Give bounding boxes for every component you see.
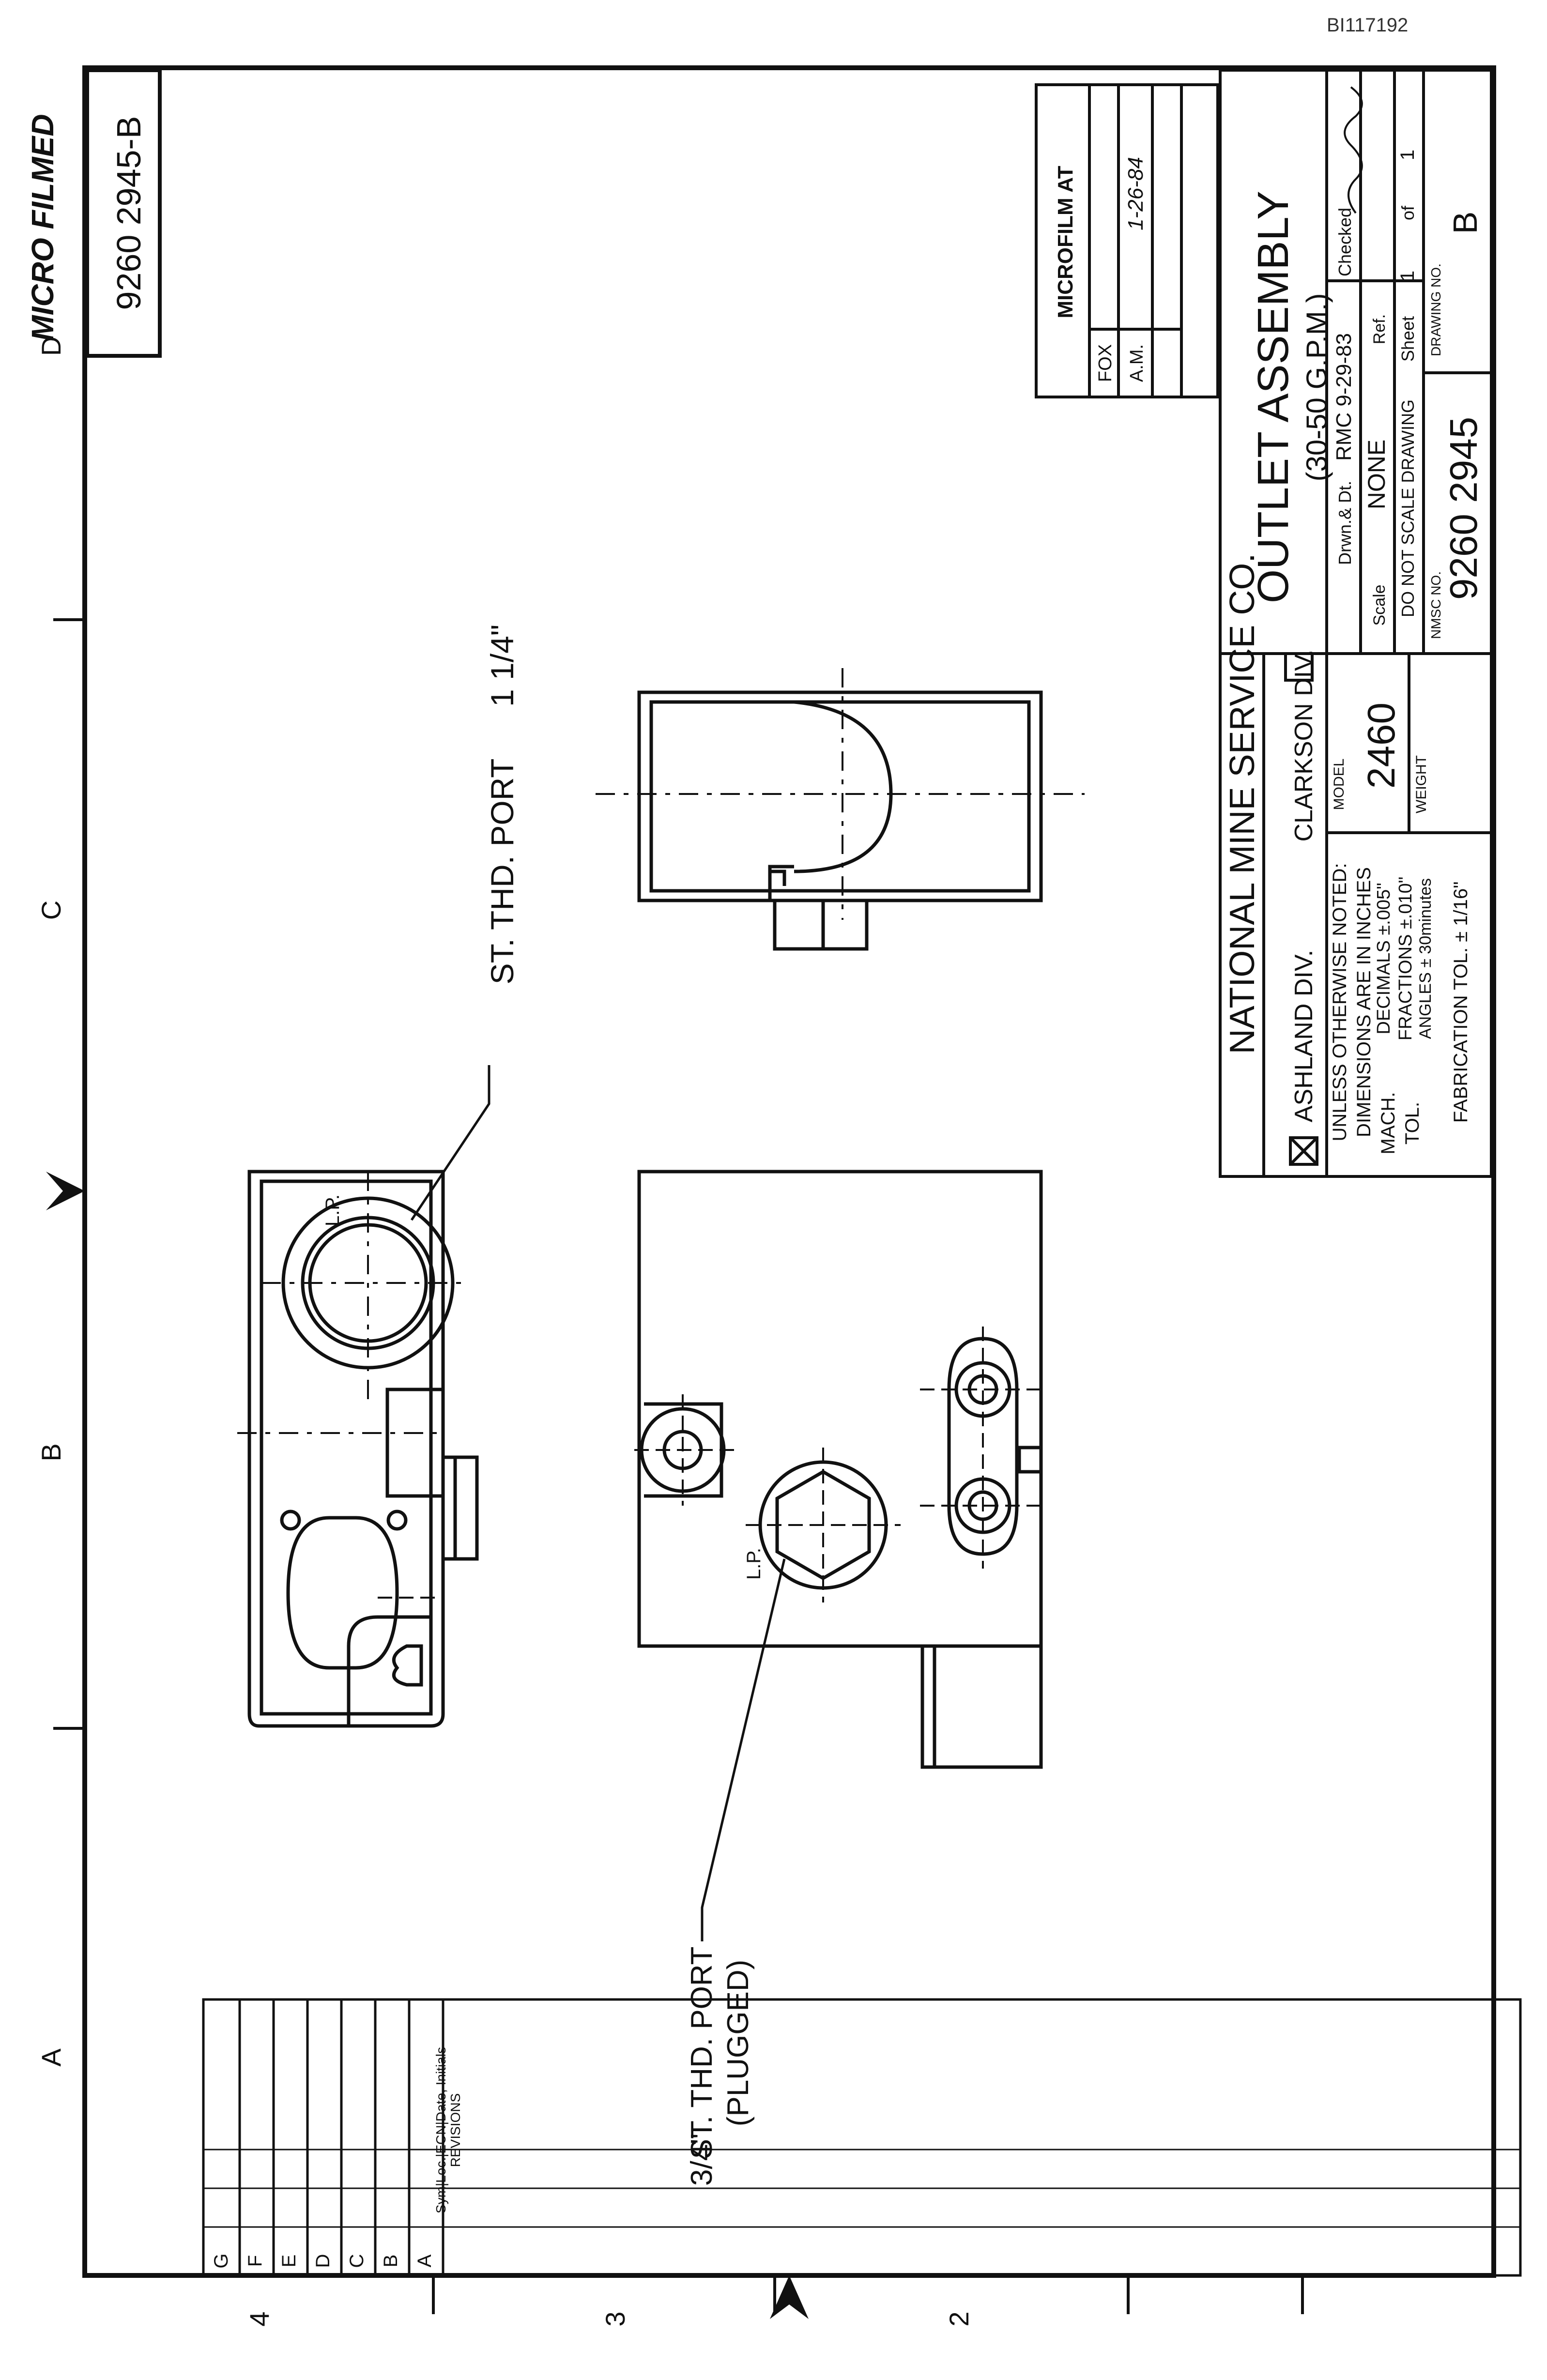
zone-number-4: 4 — [244, 2311, 275, 2326]
callout-small-port-note: (PLUGGED) — [721, 1960, 755, 2126]
nmsc-label: NMSC NO. — [1428, 571, 1443, 639]
drawing-ref-box — [85, 68, 162, 358]
zone-letter-c: C — [36, 900, 66, 920]
center-arrow-top-icon — [46, 1172, 85, 1210]
checked-signature — [1344, 86, 1363, 214]
drawn-label: Drwn.& Dt. — [1335, 481, 1355, 565]
scale-value: NONE — [1363, 440, 1390, 509]
revision-letter-a: A — [414, 2254, 435, 2267]
zone-letter-b: B — [36, 1443, 66, 1461]
microfilm-row-label-2: A.M. — [1127, 344, 1147, 382]
drawing-title: OUTLET ASSEMBLY — [1249, 191, 1298, 603]
notes-tol: TOL. — [1402, 1102, 1423, 1144]
revision-letter-g: G — [211, 2253, 232, 2268]
model-value: 2460 — [1360, 702, 1403, 789]
top-view — [237, 1170, 479, 1728]
notes-line-1: UNLESS OTHERWISE NOTED: — [1329, 863, 1350, 1142]
center-arrow-bottom-icon — [770, 2275, 809, 2319]
notes-fractions: FRACTIONS ±.010" — [1395, 877, 1416, 1040]
side-view — [596, 668, 1085, 951]
zone-number-3: 3 — [600, 2311, 630, 2326]
ref-label: Ref. — [1370, 314, 1389, 344]
scale-label: Scale — [1370, 584, 1389, 626]
model-label: MODEL — [1331, 759, 1347, 810]
division-clarkson: CLARKSON DIV. — [1290, 650, 1318, 842]
revision-letter-f: F — [245, 2255, 266, 2267]
drawing-ref: 9260 2945-B — [110, 116, 148, 310]
notes-decimals: DECIMALS ±.005" — [1374, 883, 1394, 1034]
nmsc-value: 9260 2945 — [1442, 417, 1485, 600]
callout-large-port-size: 1 1/4" — [484, 625, 520, 707]
microfilm-title: MICROFILM AT — [1054, 166, 1077, 318]
weight-label: WEIGHT — [1413, 755, 1429, 813]
leader-large-port — [410, 1065, 490, 1221]
drawing-no-label: DRAWING NO. — [1428, 263, 1443, 356]
of-value: 1 — [1397, 150, 1418, 160]
checked-label: Checked — [1335, 208, 1355, 276]
zone-number-2: 2 — [944, 2311, 974, 2326]
lp-label-front: L.P. — [743, 1548, 765, 1580]
notes-fabrication: FABRICATION TOL. ± 1/16" — [1450, 882, 1471, 1123]
zone-letter-d: D — [36, 336, 66, 356]
do-not-scale-note: DO NOT SCALE DRAWING — [1398, 399, 1418, 617]
notes-angles: ANGLES ± 30minutes — [1416, 878, 1435, 1039]
lp-label-top: L.P. — [322, 1194, 343, 1226]
title-block — [1219, 69, 1493, 1178]
callout-small-port-text: ST. THD. PORT — [685, 1947, 719, 2159]
revisions-footer-label: Sym|Loc.|ECN|Date, Initials — [433, 2047, 448, 2213]
of-label: of — [1398, 205, 1418, 220]
callout-large-port-text: ST. THD. PORT — [484, 759, 520, 985]
front-view — [634, 1170, 1046, 1769]
revision-letter-d: D — [312, 2254, 334, 2268]
drawing-no-value: B — [1446, 212, 1484, 234]
sheet-value: 1 — [1397, 271, 1418, 281]
document-id: BI117192 — [1327, 15, 1409, 36]
division-ashland: ASHLAND DIV. — [1290, 950, 1318, 1122]
notes-line-2: DIMENSIONS ARE IN INCHES — [1353, 867, 1375, 1137]
revision-letter-b: B — [380, 2255, 401, 2268]
microfilm-block — [1035, 83, 1219, 398]
zone-letter-a: A — [36, 2048, 66, 2067]
microfilm-stamp: MICRO FILMED — [25, 114, 60, 341]
drawing-subtitle: (30-50 G.P.M.) — [1301, 293, 1333, 481]
registration-marks — [53, 618, 1304, 2314]
callout-small-port-size: 3/4" — [685, 2134, 719, 2186]
drawn-value: RMC 9-29-83 — [1332, 333, 1356, 461]
notes-mach: MACH. — [1378, 1092, 1399, 1155]
revision-letter-c: C — [346, 2254, 368, 2268]
revision-rows — [202, 1999, 444, 2275]
sheet-label: Sheet — [1398, 316, 1418, 362]
leader-small-port — [701, 1558, 786, 1941]
microfilm-row-value-2: 1-26-84 — [1124, 157, 1148, 230]
company-name: NATIONAL MINE SERVICE CO. — [1223, 553, 1262, 1054]
revisions-block — [202, 1998, 1522, 2277]
microfilm-row-label-1: FOX — [1095, 344, 1116, 382]
revision-letter-e: E — [278, 2255, 300, 2268]
revisions-title: REVISIONS — [448, 2093, 463, 2167]
